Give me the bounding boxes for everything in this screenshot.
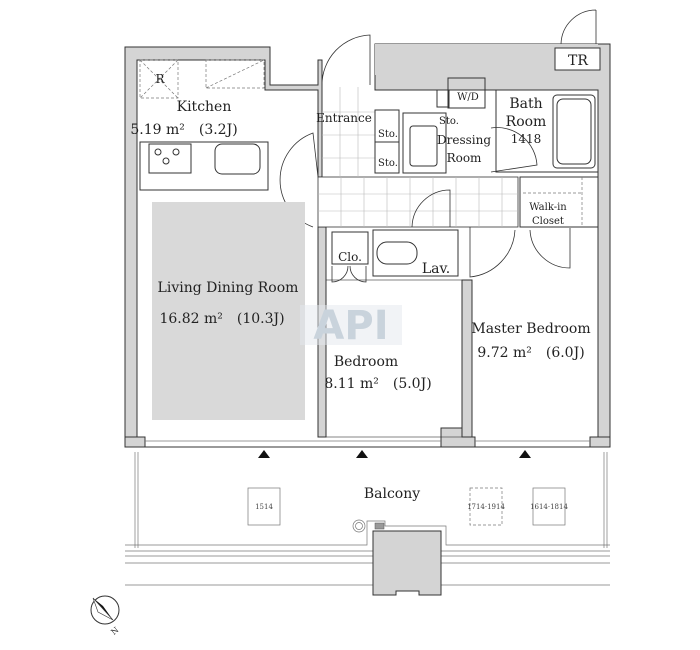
windows — [145, 440, 590, 458]
balcony-unit-2: 1714·1914 — [467, 503, 505, 511]
lavatory — [372, 229, 459, 277]
watermark: API — [313, 303, 388, 349]
dressing-room-label-2: Room — [447, 151, 482, 165]
compass-icon — [90, 595, 120, 625]
bath-room — [495, 89, 599, 173]
lavatory-label: Lav. — [422, 261, 450, 277]
living-dining-label: Living Dining Room — [158, 280, 299, 296]
master-door[interactable] — [469, 227, 516, 278]
closet — [331, 231, 369, 265]
bath-room-label-2: Room — [506, 114, 547, 130]
balcony-label: Balcony — [364, 486, 420, 502]
bath-door[interactable] — [490, 127, 538, 173]
clo-doors[interactable] — [331, 265, 367, 283]
storage-2-label: Sto. — [378, 158, 398, 169]
washer-dryer — [447, 77, 486, 109]
storage-3-label: Sto. — [439, 116, 459, 127]
compass-north-label: N — [109, 625, 120, 636]
bath-room-label-1: Bath — [509, 96, 542, 112]
balcony-unit-3: 1614·1814 — [530, 503, 568, 511]
walk-in-closet-label-2: Closet — [532, 216, 564, 227]
walk-in-closet-label-1: Walk-in — [529, 202, 567, 213]
closet-door[interactable] — [529, 228, 571, 269]
balcony-unit-1: 1514 — [255, 503, 273, 511]
bedroom-label: Bedroom — [334, 354, 398, 370]
storage-2 — [374, 141, 400, 174]
trunk-room-box — [554, 47, 601, 71]
bath-room-label-3: 1418 — [511, 132, 542, 146]
walk-in-closet — [519, 176, 599, 228]
hallway — [317, 87, 519, 228]
kitchen-label: Kitchen — [177, 99, 232, 115]
dressing-room-label-1: Dressing — [437, 133, 491, 147]
living-dining-area: 16.82 m² (10.3J) — [159, 311, 284, 327]
kitchen-area: 5.19 m² (3.2J) — [130, 122, 237, 138]
refrigerator-label: R — [155, 72, 165, 86]
entrance-label: Entrance — [316, 111, 372, 125]
master-bedroom-label: Master Bedroom — [471, 321, 590, 337]
trunk-room-label: TR — [568, 53, 588, 69]
storage-1-label: Sto. — [378, 129, 398, 140]
washer-dryer-label: W/D — [457, 92, 479, 103]
lav-door[interactable] — [411, 189, 451, 228]
bedroom-area: 8.11 m² (5.0J) — [324, 376, 431, 392]
closet-label: Clo. — [338, 250, 362, 264]
balcony — [125, 452, 610, 596]
master-bedroom-area: 9.72 m² (6.0J) — [477, 345, 584, 361]
living-dining-rug — [152, 202, 305, 420]
tr-door[interactable] — [560, 9, 597, 45]
entrance-door[interactable] — [321, 34, 371, 86]
kitchen — [139, 59, 269, 191]
